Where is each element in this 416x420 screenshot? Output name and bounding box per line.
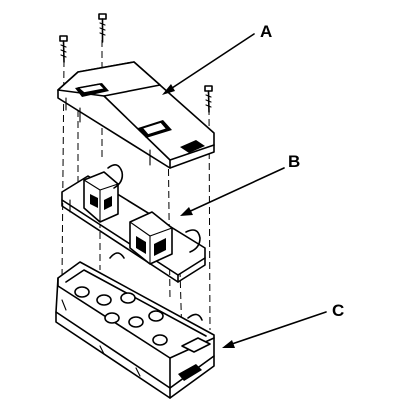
screw-1 — [59, 35, 68, 63]
part-b-circuit-board — [61, 164, 206, 283]
label-c: C — [332, 301, 344, 320]
label-a: A — [260, 22, 272, 41]
label-b: B — [288, 152, 300, 171]
screw-4 — [204, 85, 213, 113]
leader-arrow-a — [162, 33, 255, 95]
leader-arrow-b — [180, 167, 285, 216]
leader-arrow-c — [222, 311, 327, 348]
part-c-base-housing — [55, 252, 215, 399]
screw-2 — [98, 13, 107, 43]
part-a-top-cover — [57, 61, 215, 169]
